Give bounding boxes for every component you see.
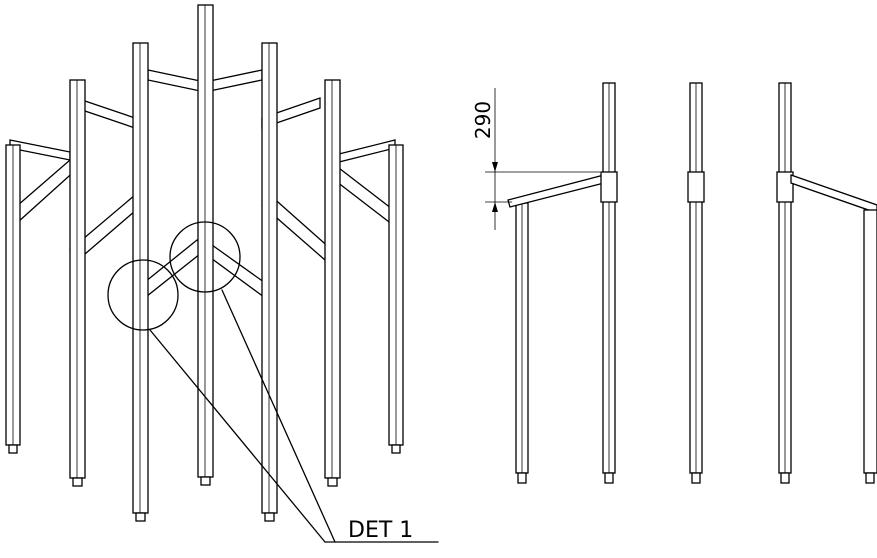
top-beams [9,69,396,164]
detail-label: DET 1 [348,518,413,543]
posts [5,4,404,522]
dimension-290 [485,88,600,230]
elevation-view: 290 [471,82,877,484]
detail-callouts [107,221,439,543]
dimension-value: 290 [471,101,495,139]
isometric-view: DET 1 [5,4,439,543]
